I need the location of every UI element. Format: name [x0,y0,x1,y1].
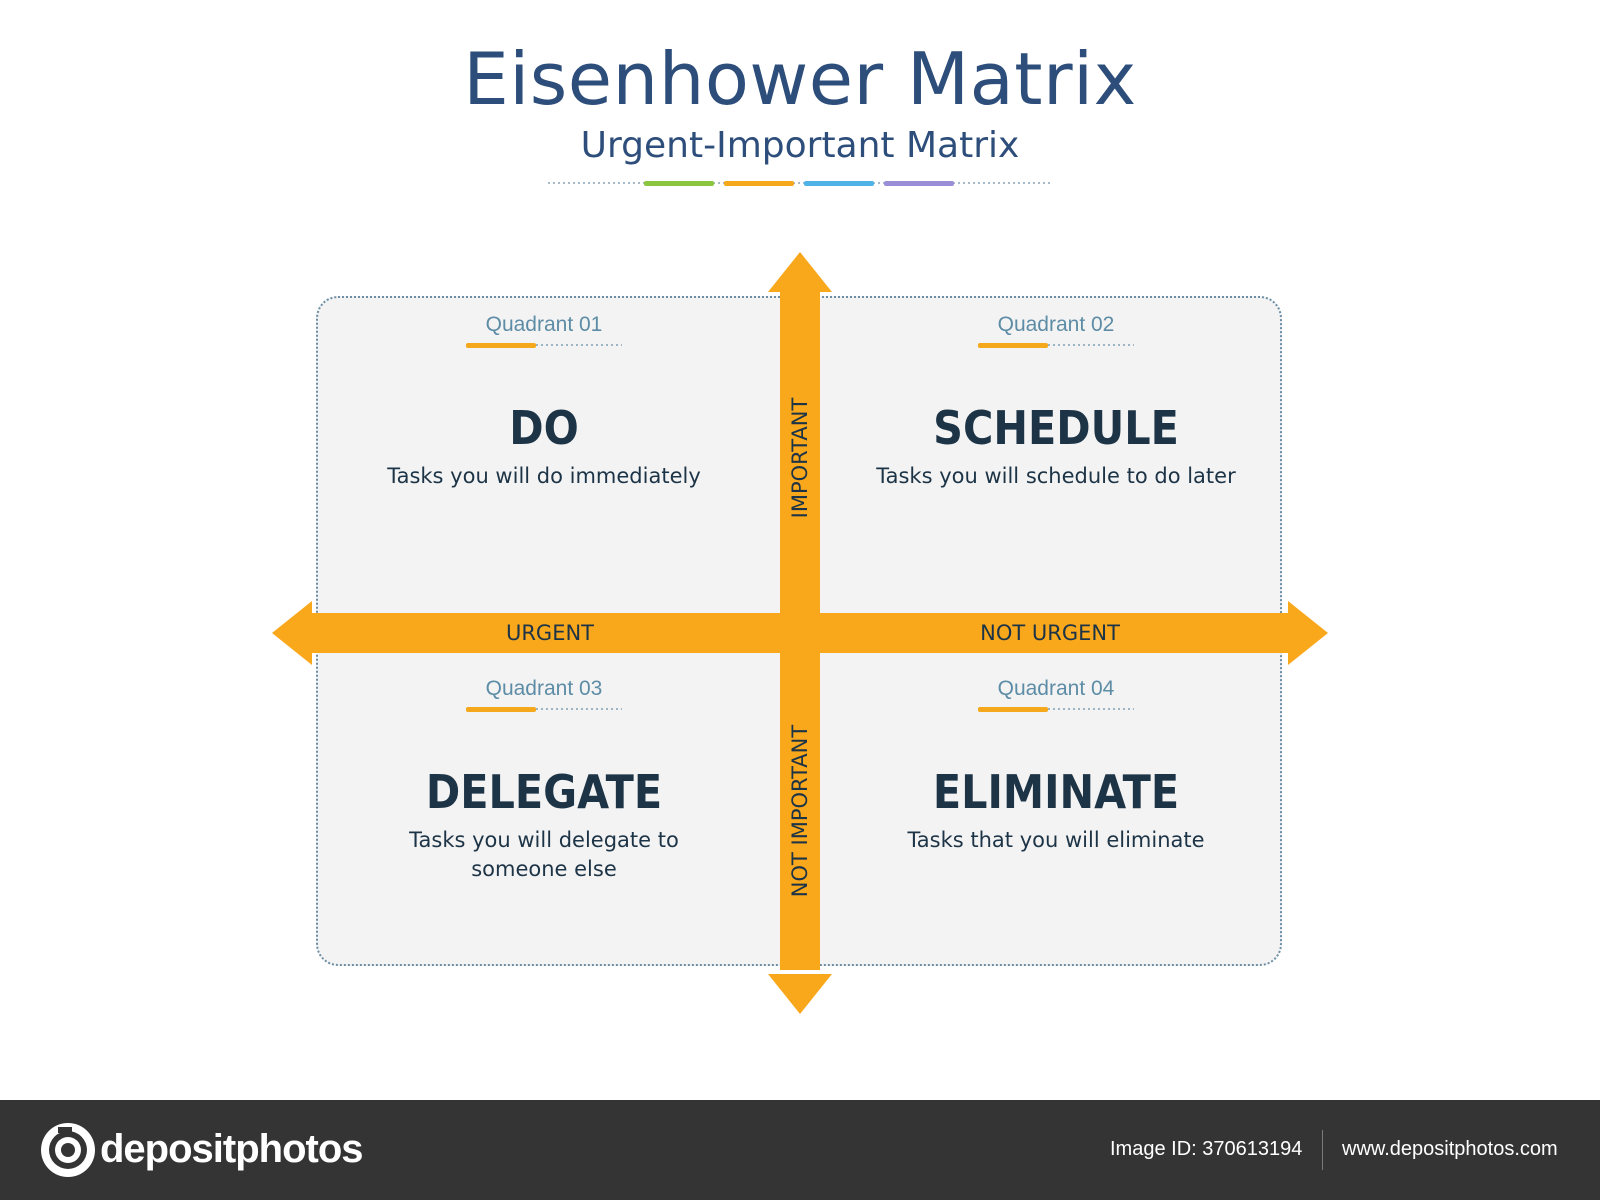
brand-logo-text: depositphotos [100,1127,364,1171]
quadrant-do: Quadrant 01 DO Tasks you will do immedia… [314,312,774,491]
quadrant-label: Quadrant 02 [997,313,1115,336]
rule-segment-orange [724,181,794,186]
title-decorative-rule [548,181,1052,186]
footer-divider [1322,1130,1323,1170]
quadrant-label-rule [466,343,622,348]
site-url-link[interactable]: www.depositphotos.com [1342,1138,1558,1160]
page-title: Eisenhower Matrix [463,37,1137,121]
arrow-head-down-icon [768,974,832,1014]
quadrant-label: Quadrant 04 [997,677,1115,700]
quadrant-heading: SCHEDULE [933,401,1179,455]
rule-segment-green [644,181,714,186]
quadrant-eliminate: Quadrant 04 ELIMINATE Tasks that you wil… [826,676,1286,855]
camera-logo-icon [41,1123,95,1177]
quadrant-delegate: Quadrant 03 DELEGATE Tasks you will dele… [314,676,774,884]
quadrant-label: Quadrant 03 [485,677,603,700]
quadrant-heading: ELIMINATE [932,765,1180,819]
footer-bar: depositphotos Image ID: 370613194 www.de… [0,1100,1600,1200]
axis-label-urgent: URGENT [505,621,595,645]
quadrant-label: Quadrant 01 [485,313,603,336]
arrow-head-right-icon [1288,601,1328,665]
axis-label-not-important: NOT IMPORTANT [788,724,812,898]
quadrant-heading: DELEGATE [425,765,663,819]
quadrant-schedule: Quadrant 02 SCHEDULE Tasks you will sche… [826,312,1286,491]
axis-label-important: IMPORTANT [788,397,812,519]
quadrant-heading: DO [509,401,579,455]
horizontal-axis-bar [308,613,1294,653]
rule-segment-blue [804,181,874,186]
quadrant-label-rule [466,707,622,712]
quadrant-description: Tasks you will schedule to do later [876,464,1236,488]
quadrant-label-rule [978,343,1134,348]
rule-segment-purple [884,181,954,186]
axis-label-not-urgent: NOT URGENT [980,621,1120,645]
quadrant-description: Tasks that you will eliminate [907,828,1205,852]
page-subtitle: Urgent-Important Matrix [580,125,1020,166]
arrow-head-left-icon [272,601,312,665]
image-id-text: Image ID: 370613194 [1110,1138,1303,1160]
quadrant-label-rule [978,707,1134,712]
quadrant-description: Tasks you will do immediately [387,464,701,488]
arrow-head-up-icon [768,252,832,292]
quadrant-description: Tasks you will delegate to someone else [409,828,679,881]
